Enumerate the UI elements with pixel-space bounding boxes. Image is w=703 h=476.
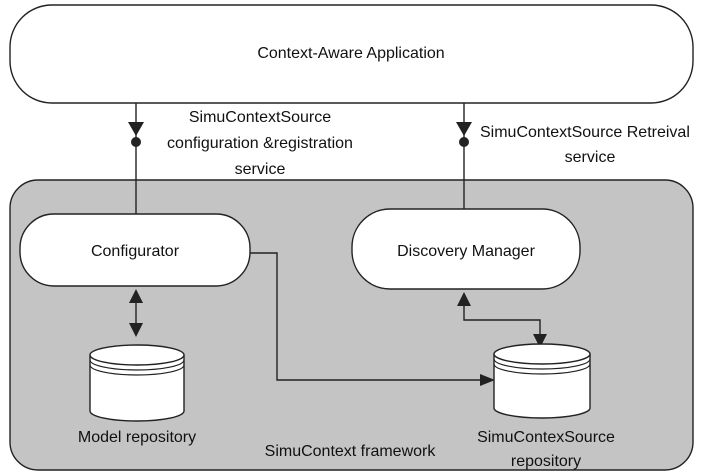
source-repository-label-line2: repository	[511, 453, 581, 470]
application-label: Context-Aware Application	[257, 45, 444, 62]
config-service-arrowhead	[128, 122, 144, 136]
configurator-model-repo-link	[129, 289, 143, 337]
source-repository-cylinder-icon	[493, 343, 591, 419]
context-aware-application-box	[9, 4, 694, 104]
config-service-label-line1: SimuContextSource	[189, 109, 331, 126]
model-repository-cylinder-icon	[89, 344, 185, 422]
configurator-label: Configurator	[91, 243, 180, 260]
config-service-label-line2: configuration &registration	[167, 135, 353, 152]
configurator-to-source-repo-arrow	[250, 252, 495, 386]
retrieval-service-label-line2: service	[565, 149, 616, 166]
config-service-label-line3: service	[235, 161, 286, 178]
discovery-manager-box	[351, 208, 581, 290]
model-repository-label: Model repository	[78, 429, 196, 446]
source-repository-label-line1: SimuContexSource	[477, 429, 615, 446]
retrieval-service-socket	[459, 137, 469, 147]
framework-label: SimuContext framework	[265, 443, 437, 460]
discovery-manager-label: Discovery Manager	[397, 243, 536, 260]
discovery-source-repo-link	[457, 292, 547, 348]
retrieval-service-label-line1: SimuContextSource Retreival	[480, 124, 690, 141]
configurator-box	[19, 213, 251, 287]
config-service-socket	[131, 137, 141, 147]
retrieval-service-arrowhead	[456, 122, 472, 136]
